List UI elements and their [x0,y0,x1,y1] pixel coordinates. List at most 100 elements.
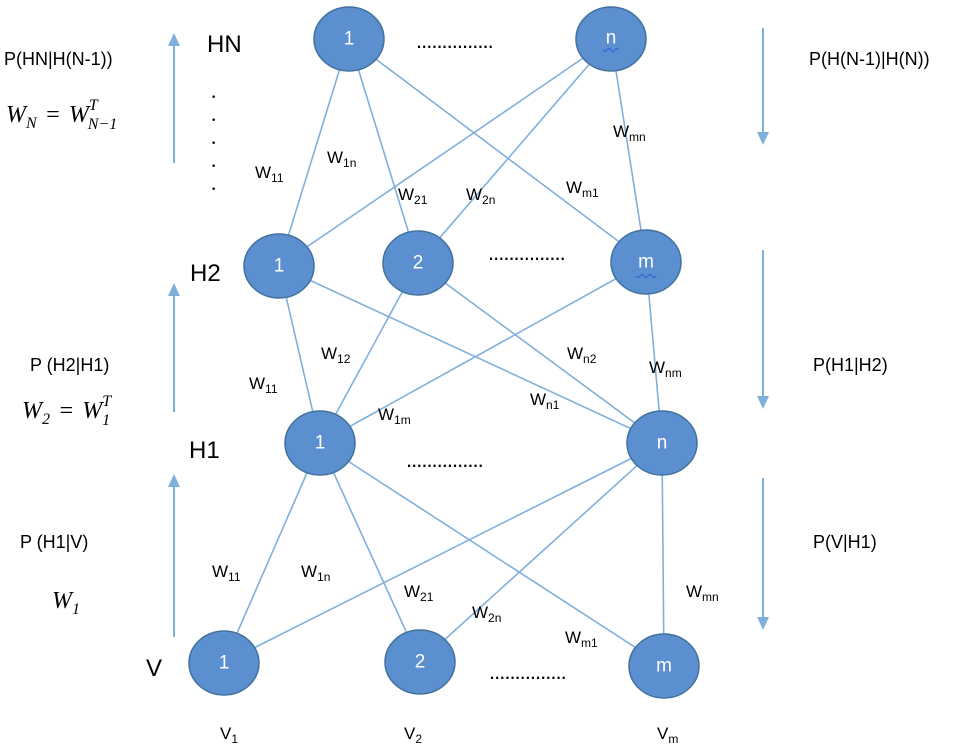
node-label: 1 [219,653,230,674]
prob-h1-given-h2: P(H1|H2) [813,355,888,375]
spellcheck-underline [602,47,620,53]
node-label: m [638,252,654,273]
edge [417,38,612,264]
node-v-1: 1 [188,630,260,696]
edge [319,262,419,444]
vertical-dot: · [210,153,217,178]
weight-label: Wm1 [566,178,599,200]
layer-h2-nodes: 1 2 m [243,229,682,299]
prob-hn1-given-hn: P(H(N-1)|H(N)) [809,49,930,69]
weight-label: Wm1 [565,628,598,650]
node-label: 2 [413,253,424,274]
visible-label-v2: V2 [404,724,422,746]
weight-label: W21 [398,185,428,207]
node-label: 2 [415,652,426,673]
eq-lhs-sub: 1 [72,601,80,618]
node-label: n [657,433,668,454]
weight-label: Wmn [686,582,719,604]
arrow-down-bottom [757,478,769,630]
weight-label: Wnm [649,358,682,380]
visible-label-v1: V1 [220,724,238,746]
weight-labels-top: W11 W1n W21 W2n Wm1 Wmn [255,122,646,207]
visible-unit-labels: V1 V2 Vm [220,724,678,746]
eq-rhs-sup: T [89,97,99,114]
ellipsis-v: ............... [489,659,566,684]
eq-lhs-sub: N [25,115,38,132]
layer-label-v: V [146,655,162,682]
node-label: 1 [315,433,326,454]
arrow-up-bottom [168,474,180,637]
node-label: n [606,28,617,49]
vertical-dot: · [210,84,217,109]
layer-hn-nodes: 1 n [313,6,647,72]
vertical-dot: · [210,130,217,155]
edge [278,265,663,444]
eq-sign: = [45,102,61,128]
prob-hn-given-hn1: P(HN|H(N-1)) [4,49,113,69]
svg-text:WN=WTN−1: WN=WTN−1 [6,97,117,133]
equation-w1: W1 [52,588,80,618]
node-label: 1 [274,256,285,277]
weight-label: W11 [212,562,241,584]
svg-text:W1: W1 [52,588,80,618]
eq-lhs-sub: 2 [42,411,50,428]
node-label: m [656,656,672,677]
node-hn-n: n [575,6,647,72]
eq-rhs: W [69,102,91,128]
edge [223,442,321,664]
layer-label-h2: H2 [190,260,221,287]
eq-rhs: W [82,398,104,424]
weight-label: W11 [249,374,278,396]
edge [661,442,665,667]
edge [278,38,612,267]
edge [419,442,663,663]
prob-v-given-h1: P(V|H1) [813,532,877,552]
weight-label: W1n [301,562,330,584]
prob-h1-given-v: P (H1|V) [20,532,88,552]
arrow-down-middle [757,250,769,409]
edge [223,442,663,664]
node-v-2: 2 [384,629,456,695]
weight-labels-middle: W11 W12 W1m Wn2 Wn1 Wnm [249,344,682,427]
weight-label: W2n [472,603,501,625]
ellipsis-h1: ............... [406,447,483,472]
weight-label: W1m [378,405,411,427]
arrow-down-top [757,28,769,145]
node-h1-1: 1 [284,410,356,476]
arrow-up-middle [168,283,180,412]
visible-label-vm: Vm [657,724,678,746]
weight-label: Wmn [613,122,646,144]
node-hn-1: 1 [313,6,385,72]
edge [278,38,350,267]
eq-rhs-sub: N−1 [87,116,117,133]
ellipsis-hn: ............... [416,28,493,53]
arrow-up-top [168,33,180,163]
layer-h1-nodes: 1 n [284,410,698,476]
eq-lhs: W [52,588,74,614]
eq-rhs-sup: T [102,393,112,410]
weight-label: Wn1 [530,390,560,412]
node-h2-m: m [610,229,682,295]
node-label: 1 [344,29,355,50]
edge [610,38,647,263]
node-h2-1: 1 [243,233,315,299]
eq-lhs: W [22,398,44,424]
edge [417,262,663,444]
ellipsis-h2: ............... [488,240,565,265]
edge [319,261,647,444]
weight-labels-bottom: W11 W1n W21 W2n Wm1 Wmn [212,562,719,650]
edge [319,442,665,667]
prob-h2-given-h1: P (H2|H1) [30,355,109,375]
node-v-m: m [628,633,700,699]
edges-hn-h2 [278,38,647,267]
vertical-dot: · [210,107,217,132]
eq-rhs-sub: 1 [102,412,110,429]
eq-sign: = [58,398,74,424]
svg-text:W2=WT1: W2=WT1 [22,393,112,429]
node-h2-2: 2 [382,230,454,296]
layer-label-hn: HN [207,31,242,58]
